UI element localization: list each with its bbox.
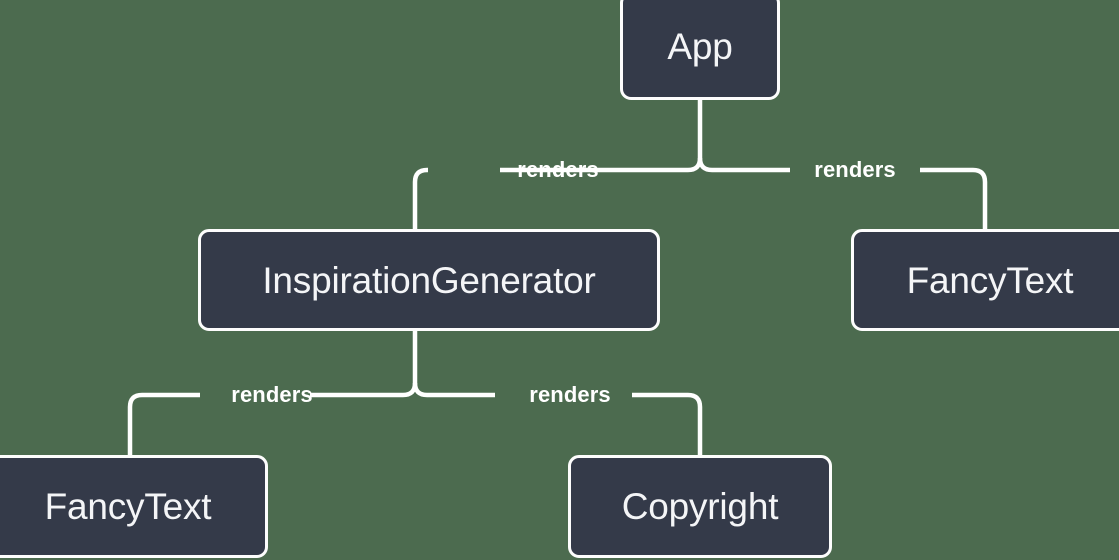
edge-label-inspiration-generator-copyright: renders xyxy=(529,382,611,407)
wire-app-tee-right xyxy=(697,157,782,173)
wire-app-inspiration-elbow xyxy=(412,167,428,229)
wire-inspiration-fancy-elbow xyxy=(127,392,200,455)
wire-inspiration-tee-left xyxy=(345,382,418,398)
edge-label-inspiration-generator-fancy-text: renders xyxy=(231,382,313,407)
node-fancy-text-left-label: FancyText xyxy=(44,486,212,527)
node-fancy-text-right-label: FancyText xyxy=(906,259,1074,301)
node-app[interactable]: App xyxy=(620,0,780,100)
node-fancy-text-left[interactable]: FancyText xyxy=(0,455,268,558)
wire-app-fancy-elbow xyxy=(920,167,988,229)
node-inspiration-generator-label: InspirationGenerator xyxy=(262,259,596,301)
node-copyright-label: Copyright xyxy=(621,486,779,527)
node-app-label: App xyxy=(667,25,733,67)
node-fancy-text-right[interactable]: FancyText xyxy=(851,229,1119,331)
node-copyright[interactable]: Copyright xyxy=(568,455,832,558)
wire-app-tee-left xyxy=(618,157,703,173)
node-inspiration-generator[interactable]: InspirationGenerator xyxy=(198,229,660,331)
wire-inspiration-copyright-elbow xyxy=(632,392,703,455)
edge-label-app-fancy-text: renders xyxy=(814,157,896,182)
edge-label-app-inspiration-generator: renders xyxy=(517,157,599,182)
wire-inspiration-tee-right xyxy=(412,382,487,398)
